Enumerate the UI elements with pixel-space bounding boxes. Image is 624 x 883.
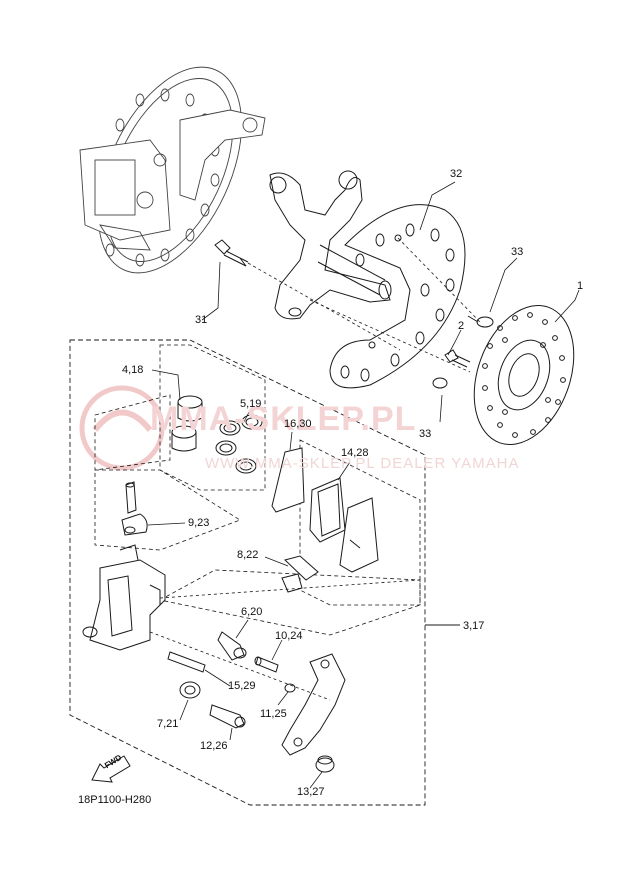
retainer-part-8-22 — [281, 555, 319, 593]
boot-part-7-21 — [179, 681, 201, 699]
watermark-text: MMA-SKLEP.PL — [150, 400, 417, 438]
callout-11-25: 11,25 — [260, 708, 287, 720]
bolt-part-15-29 — [167, 651, 206, 673]
pin-part-12-26 — [209, 704, 246, 729]
callout-4-18: 4,18 — [122, 364, 144, 376]
bolt-part-10-24 — [254, 656, 279, 673]
pin-group-boundary — [158, 569, 421, 636]
pin-part-6-20 — [217, 631, 247, 661]
leader-lines-upper — [201, 181, 580, 423]
bolt-part-33-lower — [432, 377, 448, 389]
bolt-part-33-upper — [467, 315, 494, 328]
callout-8-22: 8,22 — [237, 549, 259, 561]
bolt-part-2 — [444, 349, 471, 368]
shim-part-16-30 — [271, 447, 305, 513]
callout-2: 2 — [458, 320, 465, 332]
callout-9-23: 9,23 — [188, 517, 210, 529]
fwd-arrow-icon — [91, 755, 131, 783]
washer-part-11-25 — [284, 683, 296, 693]
callout-10-24: 10,24 — [275, 630, 303, 642]
callout-14-28: 14,28 — [341, 447, 369, 459]
assembled-view — [79, 66, 266, 274]
callout-15-29: 15,29 — [228, 680, 256, 692]
callout-31: 31 — [195, 314, 208, 326]
watermark-subtext: WWW.MMA-SKLEP.PL DEALER YAMAHA — [205, 455, 520, 472]
steering-knuckle — [269, 170, 392, 320]
bolt-part-31 — [214, 239, 249, 267]
callout-7-21: 7,21 — [157, 718, 179, 730]
watermark-logo — [79, 385, 165, 471]
piston-part-4-18 — [171, 395, 203, 452]
brake-disc-part-1 — [473, 305, 575, 445]
callout-1: 1 — [577, 280, 584, 292]
seal-part-5-19 — [215, 414, 263, 474]
callout-3-17: 3,17 — [463, 620, 485, 632]
diagram-code: 18P1100-H280 — [78, 794, 152, 806]
leader-lines-lower — [147, 369, 421, 789]
callout-6-20: 6,20 — [241, 606, 263, 618]
kit-boundary-3-17 — [69, 339, 460, 806]
callout-12-26: 12,26 — [200, 740, 228, 752]
callout-16-30: 16,30 — [284, 418, 312, 430]
caliper-body — [82, 544, 166, 651]
dust-cover-part-32 — [329, 204, 466, 389]
callout-33-upper: 33 — [511, 246, 524, 258]
bleed-screw-part-9-23 — [121, 481, 148, 536]
brake-pad-part-14-28 — [309, 477, 379, 573]
bracket-part-13-27 — [281, 653, 346, 773]
callout-5-19: 5,19 — [240, 398, 262, 410]
callout-32: 32 — [450, 168, 463, 180]
callout-33-lower: 33 — [419, 428, 432, 440]
callout-13-27: 13,27 — [297, 786, 325, 798]
